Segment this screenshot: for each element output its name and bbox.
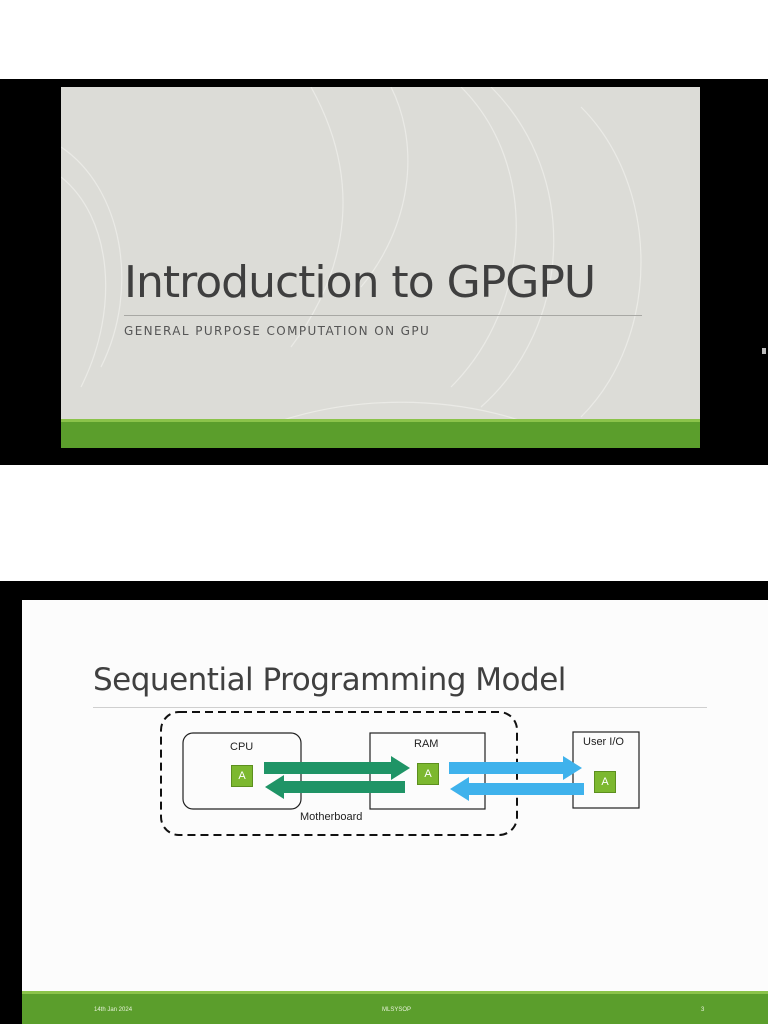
io-data-chip: A	[594, 771, 616, 793]
title-divider	[124, 315, 642, 316]
ram-data-chip: A	[417, 763, 439, 785]
mouse-cursor	[762, 348, 766, 354]
motherboard-label: Motherboard	[300, 811, 363, 823]
arrow-ram-to-cpu	[265, 775, 405, 799]
footer-band	[22, 994, 768, 1024]
accent-band	[61, 422, 700, 448]
accent-stripe	[61, 419, 700, 422]
slide-1-subtitle: GENERAL PURPOSE COMPUTATION ON GPU	[124, 324, 431, 338]
sequential-model-diagram	[160, 711, 640, 836]
footer-center-text: MLSYSOP	[382, 1007, 412, 1013]
cpu-label: CPU	[230, 741, 254, 753]
arrow-cpu-to-ram	[264, 756, 410, 780]
slide-1-title: Introduction to GPGPU	[124, 257, 596, 308]
slide-2-title: Sequential Programming Model	[93, 662, 566, 698]
slide-2: Sequential Programming Model CPU RAM Use…	[22, 600, 768, 1024]
footer-page-number: 3	[701, 1007, 705, 1013]
accent-stripe	[22, 991, 768, 994]
cpu-data-chip: A	[231, 765, 253, 787]
slide-1: Introduction to GPGPU GENERAL PURPOSE CO…	[61, 87, 700, 448]
title-divider	[93, 707, 707, 708]
user-io-label: User I/O	[583, 736, 624, 748]
arrow-io-to-ram	[450, 777, 584, 801]
ram-label: RAM	[414, 738, 439, 750]
footer-date: 14th Jan 2024	[94, 1007, 133, 1013]
arrow-ram-to-io	[449, 756, 582, 780]
